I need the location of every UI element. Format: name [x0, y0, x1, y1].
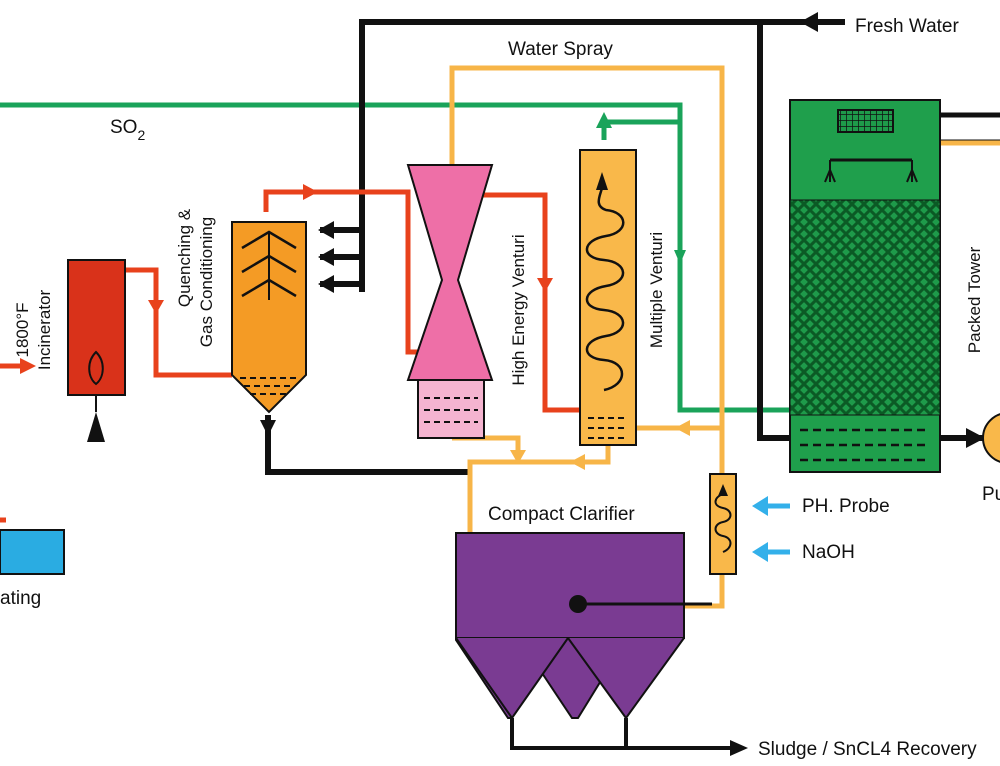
arrow-up-icon: [596, 112, 612, 128]
arrow-down-icon: [260, 420, 276, 436]
arrow-left-icon: [800, 12, 818, 32]
pump: [982, 413, 1000, 463]
flame-icon: [88, 350, 104, 386]
incinerator: [67, 259, 126, 442]
gas-lines: [0, 184, 580, 523]
arrow-up-icon: [596, 172, 608, 190]
heater-box: [0, 529, 65, 575]
incinerator-label: Incinerator: [35, 290, 54, 371]
arrow-right-icon: [730, 740, 748, 756]
quenching-label: Quenching &: [175, 208, 194, 307]
high-energy-venturi-label: High Energy Venturi: [509, 234, 528, 385]
multiple-venturi-label: Multiple Venturi: [647, 232, 666, 348]
multiple-venturi: [579, 149, 637, 446]
packed-tower: [789, 99, 941, 473]
arrow-right-icon: [966, 428, 985, 448]
injection-arrows: [752, 496, 790, 562]
pump-icon: [982, 413, 1000, 463]
arrow-down-icon: [674, 250, 686, 264]
so2-label: SO2: [110, 117, 145, 143]
compact-clarifier-label: Compact Clarifier: [488, 504, 635, 525]
inline-mixer: [709, 473, 737, 575]
arrow-left-icon: [752, 542, 768, 562]
packed-tower-label: Packed Tower: [965, 246, 984, 353]
high-energy-venturi: [406, 164, 494, 439]
spray-nozzle-icon: [824, 160, 918, 183]
burner-icon: [87, 412, 105, 442]
ph-probe-label: PH. Probe: [802, 496, 890, 517]
sludge-recovery-label: Sludge / SnCL4 Recovery: [758, 739, 977, 760]
gas-conditioning-label: Gas Conditioning: [197, 217, 216, 347]
compact-clarifier: [455, 532, 748, 756]
pump-label: Pu: [982, 484, 1000, 505]
naoh-label: NaOH: [802, 542, 855, 563]
so2-line: [0, 102, 790, 413]
spiral-icon: [585, 187, 625, 392]
demister-icon: [837, 109, 894, 133]
arrow-left-icon: [752, 496, 768, 516]
quench-vessel: [231, 221, 307, 414]
water-spray-label: Water Spray: [508, 39, 613, 60]
heating-label: ating: [0, 588, 41, 609]
fresh-water-label: Fresh Water: [855, 16, 959, 37]
incinerator-temp-label: 1800°F: [13, 302, 32, 357]
